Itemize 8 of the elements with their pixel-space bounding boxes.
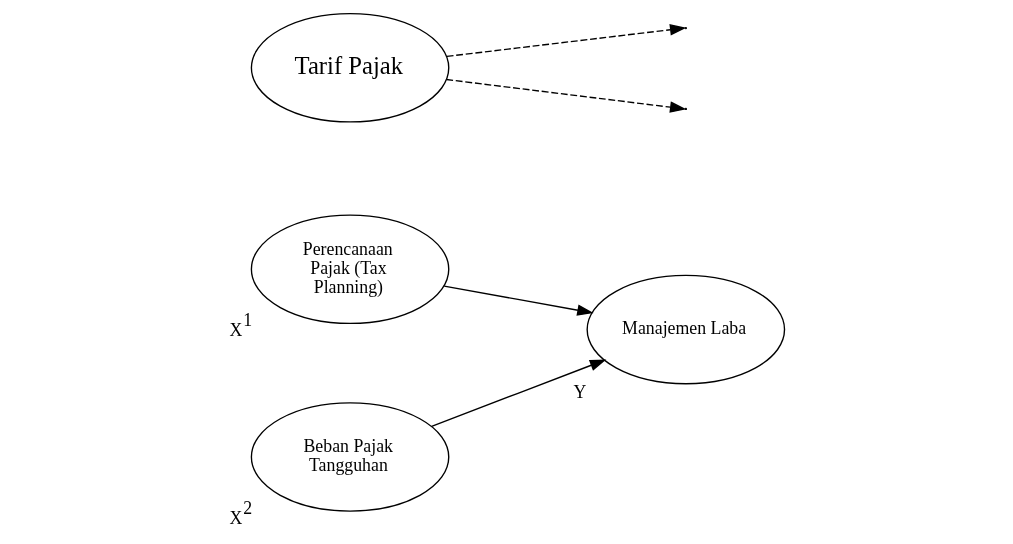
node-label: Y <box>572 381 586 402</box>
arrow <box>430 359 606 427</box>
node-ellipse: Tarif Pajak <box>250 13 449 123</box>
node-ellipse: Beban Pajak Tangguhan <box>250 402 449 512</box>
arrow <box>445 78 686 113</box>
arrow <box>443 285 594 316</box>
arrow <box>445 24 686 58</box>
node-ellipse: Perencanaan Pajak (Tax Planning) <box>250 214 449 325</box>
